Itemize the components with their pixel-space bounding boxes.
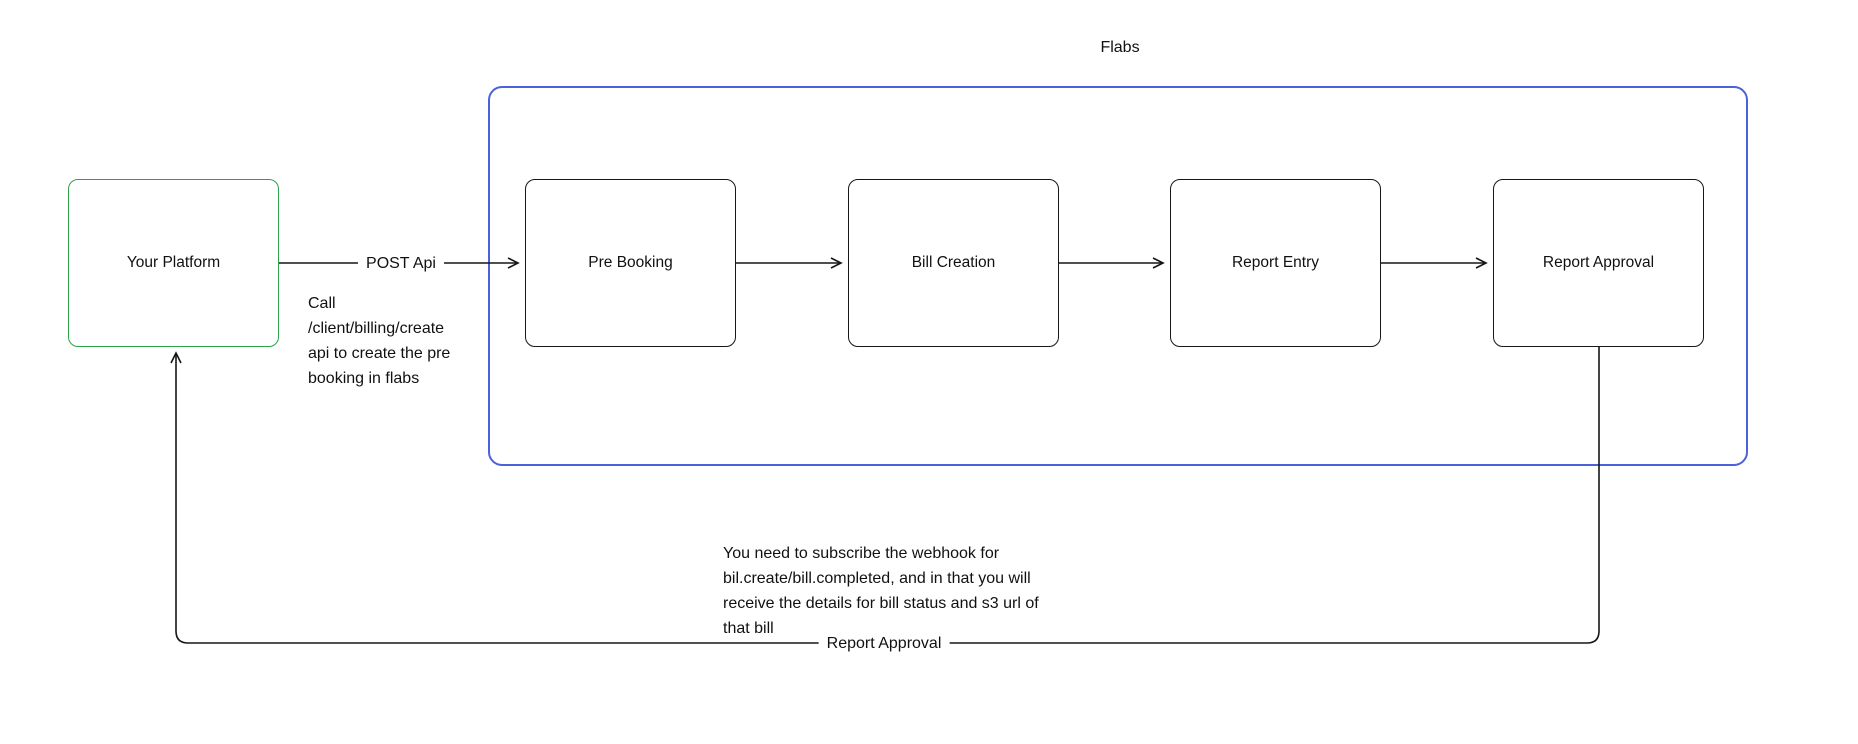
annotation-webhook-line: receive the details for bill status and … [723, 595, 1039, 612]
node-pre-booking-label: Pre Booking [588, 254, 673, 271]
node-bill-creation-label: Bill Creation [911, 254, 996, 271]
node-report-entry-label: Report Entry [1231, 254, 1319, 271]
annotation-call-api-line: booking in flabs [308, 370, 420, 387]
node-report-approval-label: Report Approval [1542, 254, 1655, 271]
annotation-call-api: Call /client/billing/create api to creat… [308, 291, 450, 391]
edge-label-report-approval: Report Approval [818, 635, 950, 653]
annotation-call-api-line: /client/billing/create [308, 320, 445, 337]
node-pre-booking[interactable]: Pre Booking [525, 179, 736, 347]
node-report-approval[interactable]: Report Approval [1493, 179, 1704, 347]
edge-label-post-api: POST Api [358, 255, 444, 273]
flabs-group-label: Flabs [1100, 39, 1140, 56]
node-your-platform[interactable]: Your Platform [68, 179, 279, 347]
annotation-webhook-line: bil.create/bill.completed, and in that y… [723, 570, 1031, 587]
annotation-webhook-line: You need to subscribe the webhook for [723, 545, 1000, 562]
annotation-webhook-line: that bill [723, 620, 774, 637]
node-bill-creation[interactable]: Bill Creation [848, 179, 1059, 347]
node-your-platform-label: Your Platform [126, 254, 221, 271]
node-report-entry[interactable]: Report Entry [1170, 179, 1381, 347]
flabs-group-container[interactable] [488, 86, 1748, 466]
annotation-call-api-line: Call [308, 295, 336, 312]
annotation-webhook: You need to subscribe the webhook for bi… [723, 541, 1039, 641]
annotation-call-api-line: api to create the pre [308, 345, 451, 362]
